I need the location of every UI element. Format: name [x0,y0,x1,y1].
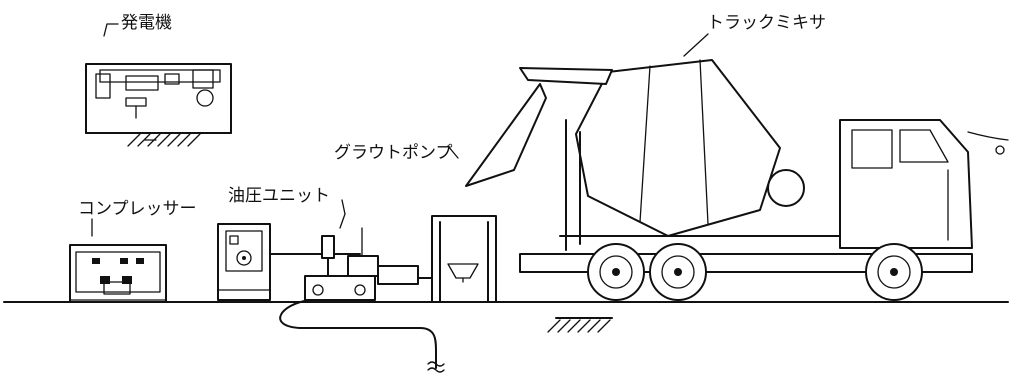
compressor: コンプレッサー [70,199,197,302]
truck-mixer: トラックミキサ [466,13,1008,332]
grout-pump-label: グラウトポンプ [334,143,453,163]
hopper-stand [432,216,496,302]
grout-hose [280,300,436,368]
truck-mixer-label: トラックミキサ [707,13,826,33]
generator-label: 発電機 [121,13,172,33]
hydraulic-unit-label-text: 油圧ユニット [228,186,330,206]
generator: 発電機 [86,13,231,146]
compressor-label: コンプレッサー [78,199,197,219]
